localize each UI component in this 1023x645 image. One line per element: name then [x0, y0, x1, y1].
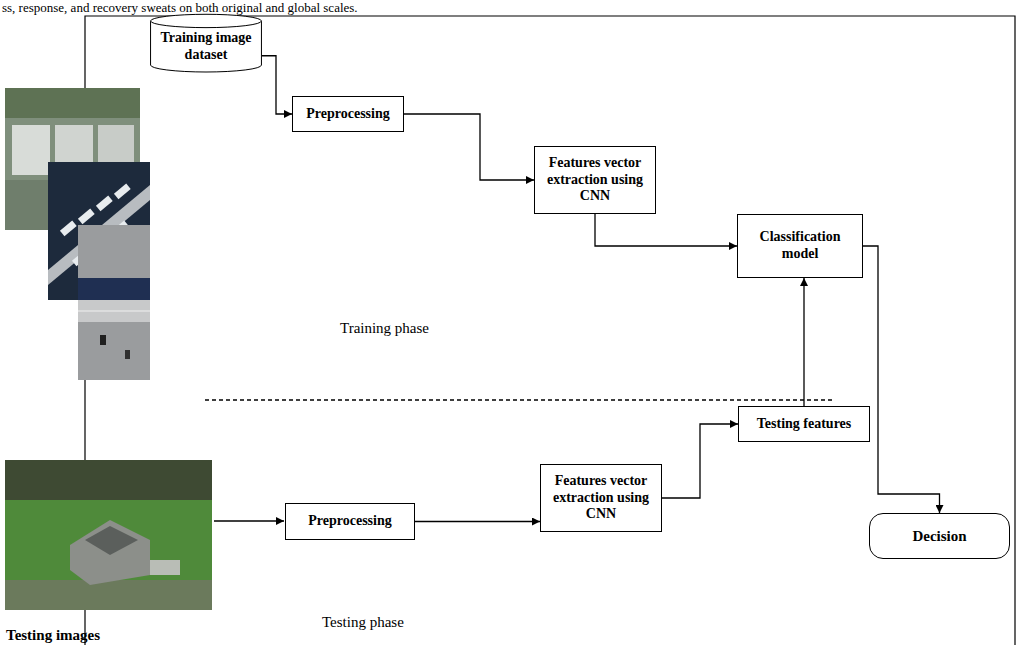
input-arrow [214, 520, 284, 521]
process-box: Features vector extraction using CNN [534, 146, 656, 214]
phase-label: Training phase [340, 320, 429, 337]
terminal-box: Decision [869, 513, 1010, 559]
process-box: Preprocessing [285, 503, 415, 540]
process-box: Testing features [738, 406, 870, 442]
flow-arrow [595, 214, 737, 246]
phase-separator [205, 399, 832, 401]
training-image [78, 225, 150, 380]
cut-caption: ss, response, and recovery sweats on bot… [2, 0, 358, 16]
flow-arrow [803, 278, 804, 406]
node-text: Preprocessing [303, 510, 396, 533]
node-text: Decision [907, 524, 971, 548]
process-box: Preprocessing [292, 96, 404, 132]
flow-arrow [863, 246, 940, 513]
process-box: Features vector extraction using CNN [540, 464, 662, 532]
image-label: Testing images [6, 627, 100, 644]
process-box: Classification model [737, 214, 863, 278]
testing-image [5, 460, 212, 610]
node-text: Features vector extraction using CNN [535, 152, 655, 208]
node-text: Training image dataset [150, 27, 262, 67]
outer-frame [85, 16, 1015, 645]
flow-arrow [662, 424, 738, 498]
database-cylinder: Training image dataset [150, 14, 262, 72]
phase-label: Testing phase [322, 614, 404, 631]
node-text: Preprocessing [301, 103, 394, 126]
flow-arrow [415, 521, 540, 522]
node-text: Classification model [738, 226, 862, 266]
node-text: Testing features [752, 413, 857, 436]
flow-arrow [262, 56, 292, 114]
flow-arrow [404, 114, 534, 180]
node-text: Features vector extraction using CNN [541, 470, 661, 526]
